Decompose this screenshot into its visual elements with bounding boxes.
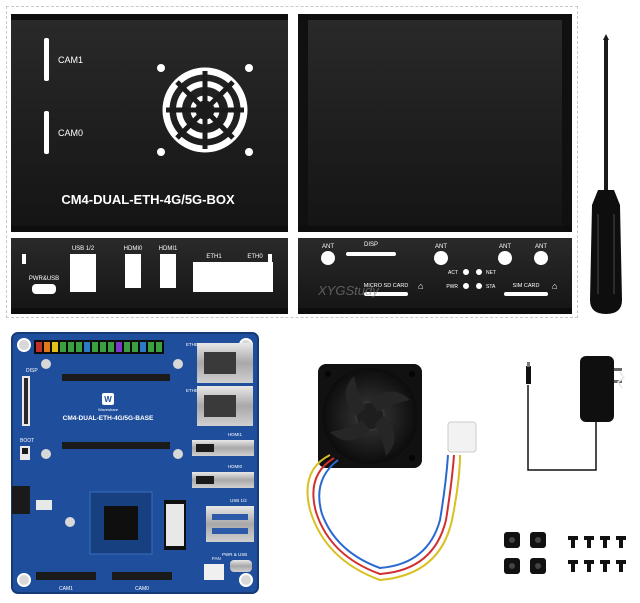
disp-board-label: DISP [26, 368, 38, 374]
sd-card-icon: ⌂ [418, 281, 423, 291]
case-top-panel: CAM1 CAM0 CM4-DUAL-ETH-4G/5G-BOX [11, 14, 288, 232]
cpu-chip [104, 506, 138, 540]
sta-led [476, 283, 482, 289]
net-led [476, 269, 482, 275]
boot-label: BOOT [20, 438, 34, 444]
micro-sd-slot [364, 292, 408, 296]
brand-label: Waveshare [98, 407, 119, 412]
pwr-usb-label: PWR&USB [29, 276, 59, 282]
audio-jacks [12, 486, 30, 514]
pwr-usb-port [32, 284, 56, 294]
hdmi1-port [160, 254, 176, 288]
sim-card-icon: ⌂ [552, 281, 557, 291]
fan-board-label: FAN [212, 556, 221, 561]
pwr-label: PWR [446, 284, 458, 290]
usb-board-label: USB 1/2 [230, 498, 247, 503]
fan-plug [447, 421, 477, 453]
hdmi1-board-label: HDMI1 [228, 432, 242, 437]
screws-icon [568, 536, 626, 572]
cam1-label: CAM1 [58, 55, 83, 65]
sta-label: STA [486, 284, 496, 290]
cooling-fan-icon [306, 364, 477, 582]
standoffs-icon [504, 532, 546, 574]
usb-port-stack [206, 506, 254, 542]
power-adapter-icon [526, 356, 626, 471]
usb-label: USB 1/2 [72, 246, 95, 252]
eth-ports [193, 262, 273, 292]
screwdriver-icon [590, 34, 622, 314]
cam0-slot [44, 111, 49, 154]
net-label: NET [486, 270, 496, 276]
hdmi0-board-label: HDMI0 [228, 464, 242, 469]
micro-sd-label: MICRO SD CARD [364, 283, 409, 289]
case-frame [6, 6, 578, 318]
case-front-panel: PWR&USB USB 1/2 HDMI0 HDMI1 ETH1 ETH0 [11, 238, 288, 314]
watermark-text: XYGStudy [317, 283, 380, 298]
case-title: CM4-DUAL-ETH-4G/5G-BOX [61, 192, 235, 207]
cam0-label: CAM0 [58, 128, 83, 138]
usb-port [70, 254, 96, 292]
eth0-label: ETH0 [247, 254, 263, 260]
ant-label-1: ANT [322, 244, 334, 250]
pwr-usb-board-label: PWR & USB [222, 552, 247, 557]
antenna-hole-2 [434, 251, 448, 265]
usb-c-port [230, 560, 252, 572]
case-back-panel [298, 14, 572, 232]
ant-label-3: ANT [499, 244, 511, 250]
cm4-connector-bottom [62, 442, 170, 449]
gpio-header [34, 340, 164, 354]
sim-card-label: SIM CARD [513, 283, 540, 289]
disp-label: DISP [364, 242, 378, 248]
fan-vent [157, 64, 253, 156]
hdmi0-label: HDMI0 [124, 246, 143, 252]
antenna-hole-4 [534, 251, 548, 265]
waveshare-logo-icon [102, 393, 114, 405]
hdmi0-port [125, 254, 141, 288]
disp-slot [346, 252, 396, 256]
case-rear-panel: ANT DISP ANT ANT ANT ACT NET PWR STA MIC… [298, 238, 572, 314]
hdmi1-label: HDMI1 [159, 246, 178, 252]
act-led [463, 269, 469, 275]
cam0-connector [112, 572, 172, 580]
cam1-board-label: CAM1 [59, 586, 73, 592]
ant-label-2: ANT [435, 244, 447, 250]
ant-label-4: ANT [535, 244, 547, 250]
cam0-board-label: CAM0 [135, 586, 149, 592]
antenna-hole-3 [498, 251, 512, 265]
cam1-slot [44, 38, 49, 81]
cam1-connector [36, 572, 96, 580]
board-title: CM4-DUAL-ETH-4G/5G-BASE [63, 415, 154, 422]
pwr-led [463, 283, 469, 289]
act-label: ACT [448, 270, 458, 276]
carrier-board: W Waveshare CM4-DUAL-ETH-4G/5G-BASE DISP… [11, 332, 259, 594]
fan-header [204, 564, 224, 580]
eth1-label: ETH1 [206, 254, 222, 260]
antenna-hole-1 [321, 251, 335, 265]
sim-card-slot [504, 292, 548, 296]
cm4-connector-top [62, 374, 170, 381]
svg-text:W: W [104, 395, 112, 404]
